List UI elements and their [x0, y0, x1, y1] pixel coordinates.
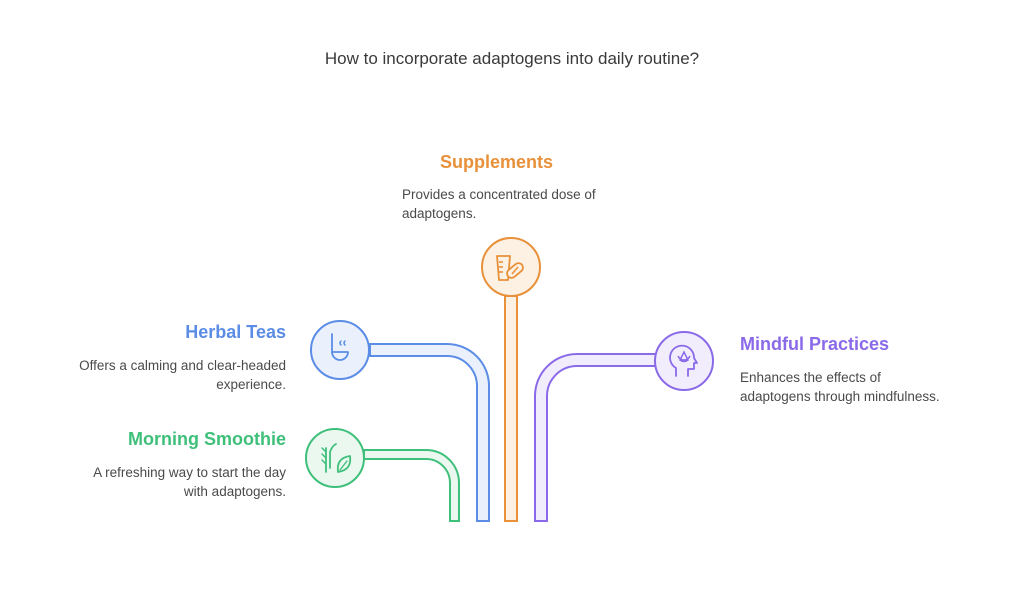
mindful-practices-description: Enhances the effects of adaptogens throu… [740, 368, 940, 406]
mindful-pipe [534, 353, 657, 522]
smoothie-desc-line2: with adaptogens. [183, 484, 286, 499]
supplements-desc-line1: Provides a concentrated dose of [402, 187, 596, 202]
morning-smoothie-description: A refreshing way to start the day with a… [40, 463, 286, 501]
morning-smoothie-label: Morning Smoothie [128, 429, 286, 449]
supplements-desc-line2: adaptogens. [402, 206, 477, 221]
diagram-title: How to incorporate adaptogens into daily… [324, 49, 700, 68]
pill-cup-icon [481, 237, 541, 297]
mindful-practices-label: Mindful Practices [740, 334, 890, 354]
smoothie-desc-line1: A refreshing way to start the day [93, 465, 286, 480]
herbal-teas-desc-line1: Offers a calming and clear-headed [79, 358, 286, 373]
herbs-leaf-icon [305, 428, 365, 488]
head-lotus-icon [654, 331, 714, 391]
herbal-teas-label: Herbal Teas [185, 322, 286, 342]
mindful-desc-line2: adaptogens through mindfulness. [740, 389, 940, 404]
herbal-teas-pipe [369, 343, 490, 522]
herbal-teas-description: Offers a calming and clear-headed experi… [40, 356, 286, 394]
supplements-description: Provides a concentrated dose of adaptoge… [402, 185, 596, 223]
smoothie-pipe [363, 449, 460, 522]
ladle-icon [310, 320, 370, 380]
herbal-teas-desc-line2: experience. [216, 377, 286, 392]
supplements-pipe [504, 295, 518, 522]
mindful-desc-line1: Enhances the effects of [740, 370, 881, 385]
supplements-label: Supplements [440, 152, 554, 172]
